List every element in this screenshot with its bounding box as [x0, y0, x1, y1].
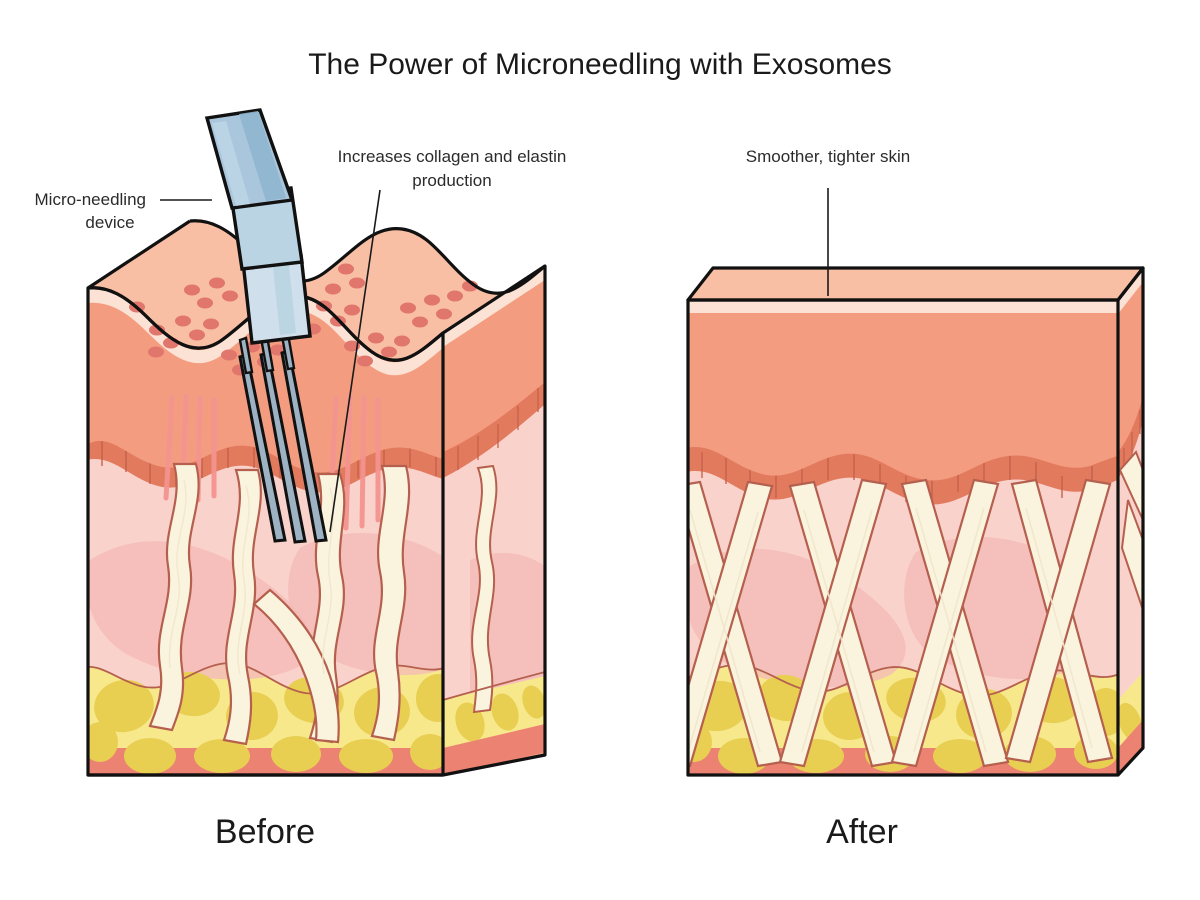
collagen-label-line2: production — [412, 171, 491, 190]
after-top-surface — [688, 268, 1143, 300]
page-title: The Power of Microneedling with Exosomes — [308, 48, 892, 81]
caption-before: Before — [215, 813, 315, 851]
after-skin-block — [686, 266, 1145, 777]
collagen-label-line1: Increases collagen and elastin — [338, 147, 567, 166]
before-top-surface — [88, 220, 545, 361]
needle-array-icon — [238, 332, 328, 544]
caption-after: After — [826, 813, 898, 851]
device-barrel — [204, 108, 295, 210]
microneedling-device[interactable] — [204, 108, 328, 544]
collagen-leader-line — [329, 189, 381, 533]
device-label-line2: device — [85, 213, 134, 232]
device-label-line1: Micro-needling — [35, 190, 147, 209]
after-note-label: Smoother, tighter skin — [746, 147, 910, 166]
